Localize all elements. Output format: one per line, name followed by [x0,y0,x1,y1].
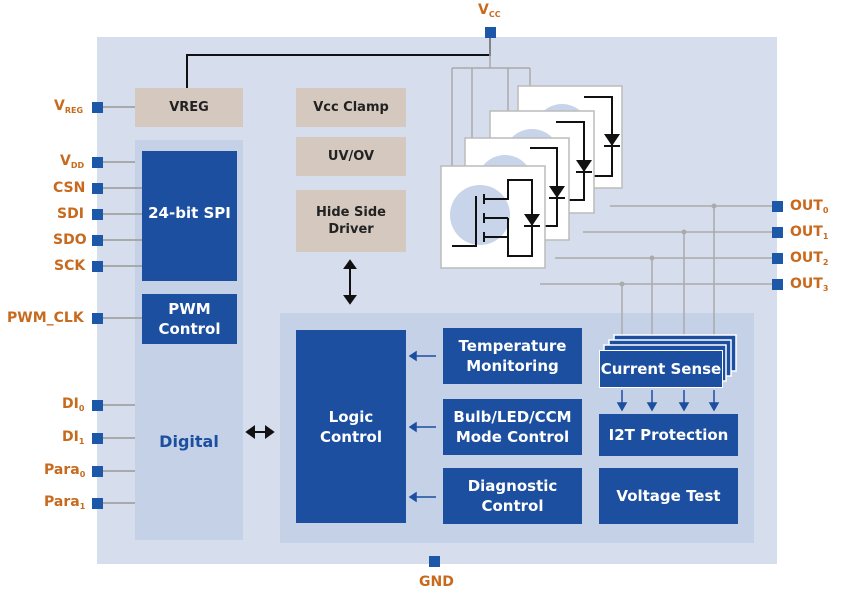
vreg-pin [92,102,103,113]
sdi-label: SDI [57,206,84,222]
hide-side-driver-block: Hide Side Driver [296,190,406,252]
uv-ov-block: UV/OV [296,137,406,176]
vcc-label: VCC [478,2,501,19]
pwm-control-block: PWM Control [142,294,237,344]
logic-control-block: Logic Control [296,330,406,523]
out0-label: OUT0 [790,198,829,215]
diagnostic-control-block: Diagnostic Control [443,468,582,524]
sck-pin [92,261,103,272]
sdo-pin [92,235,103,246]
vreg-label: VREG [54,98,84,115]
para0-label: Para0 [44,462,86,479]
sdi-pin [92,209,103,220]
para1-label: Para1 [44,494,86,511]
pwm-clk-pin [92,313,103,324]
out3-label: OUT3 [790,276,829,293]
pwm-clk-label: PWM_CLK [7,310,84,326]
out3-pin [772,279,783,290]
di0-pin [92,400,103,411]
vcc-pin [485,27,496,38]
out0-pin [772,201,783,212]
out2-pin [772,253,783,264]
di1-label: DI1 [62,429,85,446]
sdo-label: SDO [53,232,87,248]
i2t-protection-block: I2T Protection [599,414,738,456]
csn-label: CSN [53,180,86,196]
para0-pin [92,466,103,477]
gnd-label: GND [419,574,454,590]
csn-pin [92,183,103,194]
current-sense-block: Current Sense [599,350,723,388]
out1-pin [772,227,783,238]
vdd-pin [92,157,103,168]
di1-pin [92,433,103,444]
gnd-pin [429,556,440,567]
temperature-monitoring-block: Temperature Monitoring [443,328,582,384]
spi-block: 24-bit SPI [142,151,237,281]
di0-label: DI0 [62,396,85,413]
out2-label: OUT2 [790,250,829,267]
vdd-label: VDD [60,153,85,170]
out1-label: OUT1 [790,224,829,241]
digital-label: Digital [159,432,219,451]
vcc-clamp-block: Vcc Clamp [296,88,406,127]
voltage-test-block: Voltage Test [599,468,738,524]
vreg-block: VREG [135,88,243,127]
mosfet-card-0 [440,165,546,269]
mode-control-block: Bulb/LED/CCM Mode Control [443,399,582,455]
para1-pin [92,498,103,509]
sck-label: SCK [54,258,86,274]
